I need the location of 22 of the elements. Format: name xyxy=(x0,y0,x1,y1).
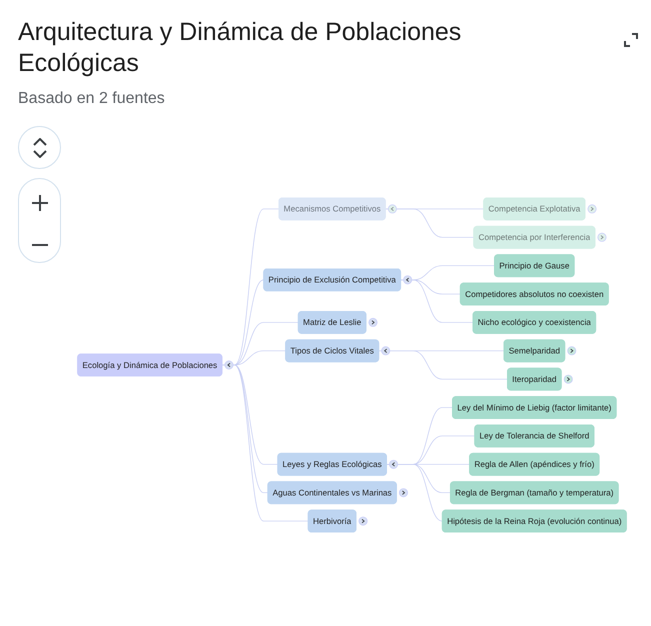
topic-box: Semelparidad xyxy=(504,339,566,362)
topic-box: Competencia por Interferencia xyxy=(473,226,596,249)
topic-box: Herbivoría xyxy=(308,510,356,532)
topic-box: Regla de Bergman (tamaño y temperatura) xyxy=(450,481,619,504)
topic-box: Nicho ecológico y coexistencia xyxy=(472,311,596,334)
topic-box: Tipos de Ciclos Vitales xyxy=(285,339,380,362)
topic-box: Mecanismos Competitivos xyxy=(278,198,386,220)
topic-box: Competidores absolutos no coexisten xyxy=(460,282,609,306)
topic-box: Principio de Gause xyxy=(494,254,575,278)
topic-box: Iteroparidad xyxy=(507,368,562,391)
subtitle: Basado en 2 fuentes xyxy=(18,89,165,109)
topic-box: Aguas Continentales vs Marinas xyxy=(267,481,397,504)
topic-box: Regla de Allen (apéndices y frío) xyxy=(469,452,600,476)
topic-box: Ley de Tolerancia de Shelford xyxy=(474,424,594,448)
topic-box: Ley del Mínimo de Liebig (factor limitante) xyxy=(452,396,617,419)
topic-box: Competencia Explotativa xyxy=(483,198,586,220)
topic-box: Principio de Exclusión Competitiva xyxy=(263,268,402,292)
title: Arquitectura y Dinámica de Poblaciones Ecológicas xyxy=(18,17,462,79)
topic-box: Leyes y Reglas Ecológicas xyxy=(277,452,387,476)
topic-box: Hipótesis de la Reina Roja (evolución continua) xyxy=(442,510,627,532)
topic-box: Ecología y Dinámica de Poblaciones xyxy=(77,354,222,376)
topic-box: Matriz de Leslie xyxy=(298,311,366,334)
